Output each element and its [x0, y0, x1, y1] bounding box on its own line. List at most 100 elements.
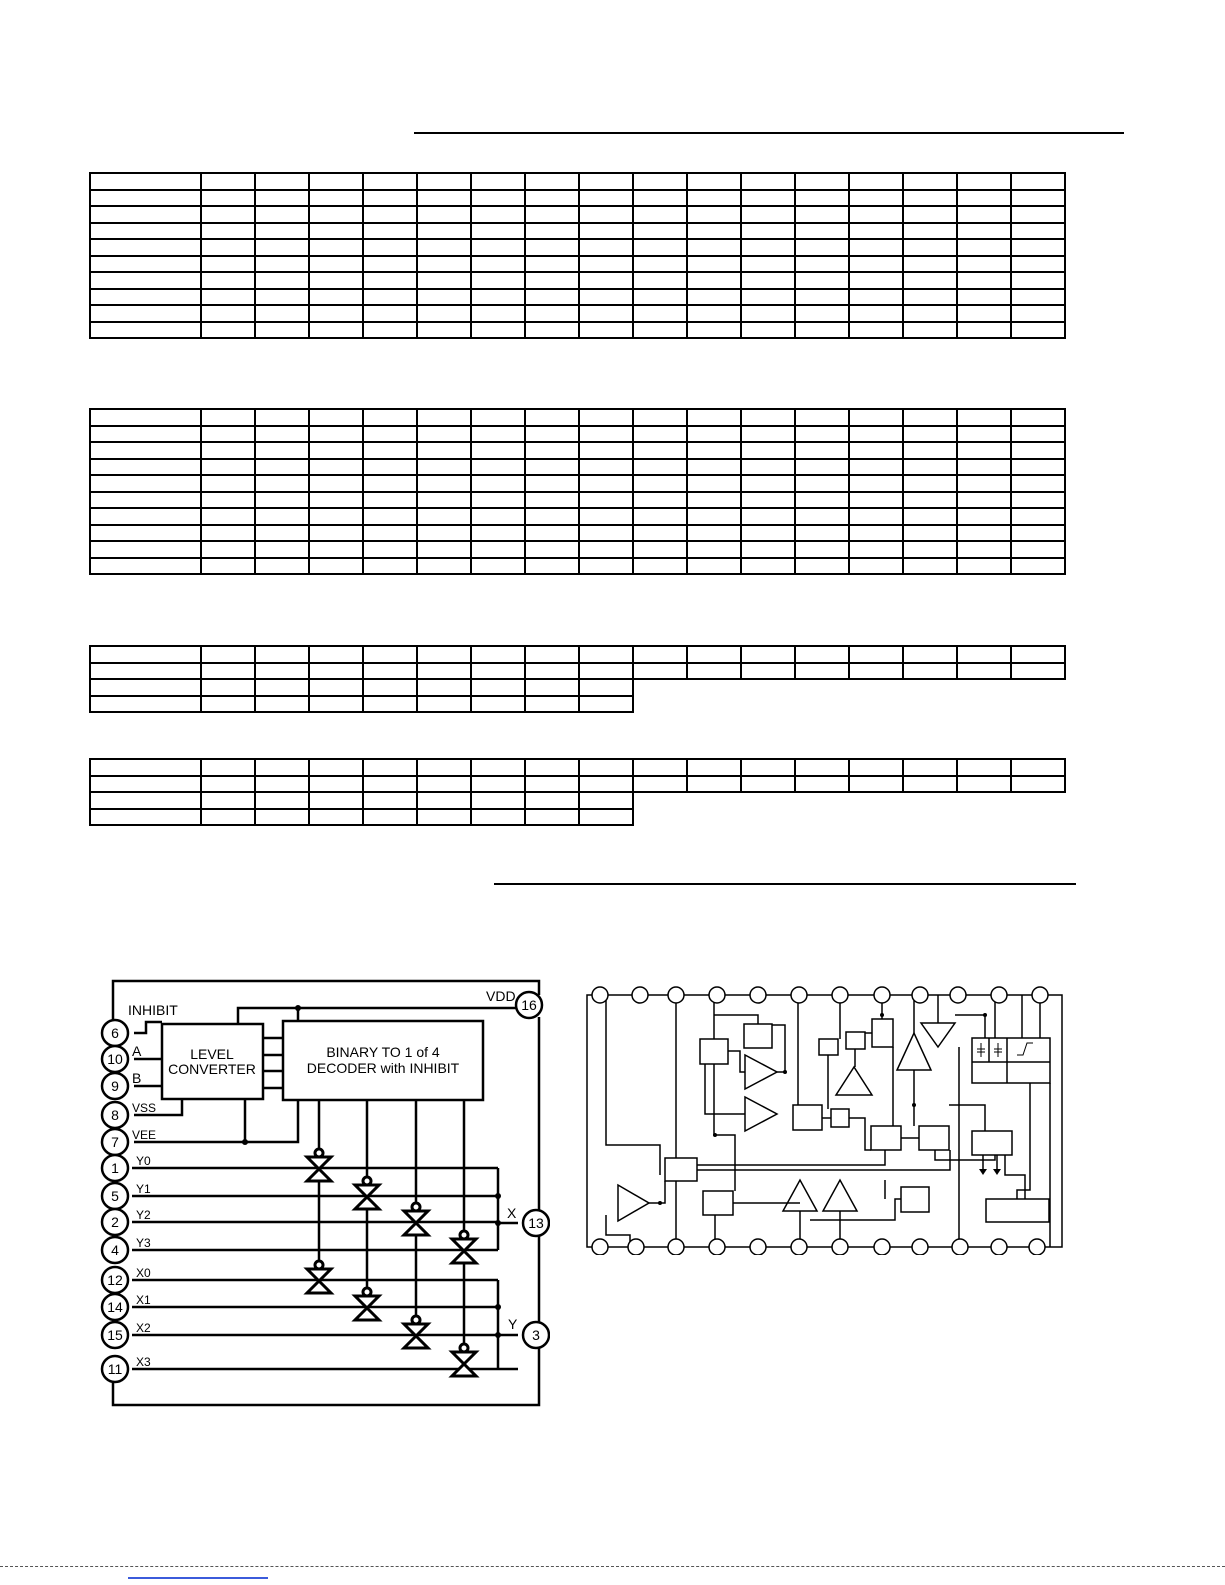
table-cell — [632, 271, 688, 290]
table-cell — [632, 774, 688, 793]
pin-1: 1 — [111, 1160, 119, 1176]
table-cell — [956, 424, 1012, 443]
table-cell — [254, 271, 310, 290]
input-label-b: B — [132, 1070, 141, 1086]
table-cell — [200, 694, 256, 713]
table-cell — [848, 758, 904, 777]
table-cell — [200, 254, 256, 273]
table-cell — [470, 540, 526, 559]
table-cell — [686, 474, 742, 493]
table-cell — [902, 441, 958, 460]
table-cell — [686, 172, 742, 191]
table-cell — [308, 457, 364, 476]
table-cell — [89, 457, 202, 476]
table-cell — [416, 774, 472, 793]
table-cell — [902, 188, 958, 207]
table-cell — [578, 424, 634, 443]
table-cell — [956, 254, 1012, 273]
table-cell — [740, 507, 796, 526]
table-cell — [416, 238, 472, 257]
channel-label-y0: Y0 — [136, 1154, 151, 1168]
table-cell — [956, 287, 1012, 306]
table-cell — [578, 758, 634, 777]
table-cell — [578, 645, 634, 664]
table-cell — [470, 172, 526, 191]
table-cell — [578, 408, 634, 427]
table-cell — [956, 221, 1012, 240]
table-cell — [254, 424, 310, 443]
table-cell — [578, 774, 634, 793]
table-cell — [1010, 188, 1066, 207]
empty-space — [1011, 696, 1065, 713]
table-cell — [956, 188, 1012, 207]
table-cell — [470, 661, 526, 680]
table-cell — [254, 441, 310, 460]
footer-link-underline[interactable] — [128, 1577, 268, 1579]
table-cell — [200, 221, 256, 240]
table-cell — [1010, 490, 1066, 509]
table-cell — [89, 408, 202, 427]
table-cell — [902, 238, 958, 257]
table-cell — [740, 758, 796, 777]
input-label-vee: VEE — [132, 1128, 156, 1142]
table-row — [89, 441, 1066, 460]
table-cell — [89, 172, 202, 191]
table-cell — [740, 287, 796, 306]
table-cell — [89, 287, 202, 306]
channel-label-y2: Y2 — [136, 1208, 151, 1222]
table-cell — [470, 474, 526, 493]
table-cell — [956, 774, 1012, 793]
table-cell — [200, 678, 256, 697]
table-row — [89, 507, 1066, 526]
table-cell — [632, 540, 688, 559]
table-cell — [308, 254, 364, 273]
pin-8: 8 — [111, 1107, 119, 1123]
table-cell — [632, 188, 688, 207]
table-cell — [686, 540, 742, 559]
table-cell — [578, 523, 634, 542]
table-cell — [200, 758, 256, 777]
table-cell — [956, 523, 1012, 542]
level-converter-line2: CONVERTER — [168, 1061, 256, 1077]
table-row — [89, 523, 1066, 542]
table-cell — [956, 408, 1012, 427]
table-cell — [686, 523, 742, 542]
table-cell — [1010, 205, 1066, 224]
empty-space — [957, 696, 1011, 713]
empty-space — [741, 696, 795, 713]
table-cell — [89, 304, 202, 323]
table-cell — [416, 287, 472, 306]
empty-space — [849, 792, 903, 809]
multiplexer-block-diagram: INHIBIT VDD 16 LEVEL CONVERTER BINARY TO… — [100, 979, 550, 1407]
table-cell — [632, 205, 688, 224]
table-cell — [200, 304, 256, 323]
table-cell — [902, 490, 958, 509]
table-cell — [578, 221, 634, 240]
table-cell — [254, 490, 310, 509]
table-cell — [200, 408, 256, 427]
table-cell — [686, 661, 742, 680]
table-cell — [1010, 424, 1066, 443]
table-row — [89, 408, 1066, 427]
empty-space — [633, 809, 687, 826]
table-cell — [848, 271, 904, 290]
table-cell — [362, 457, 418, 476]
section-rule-top — [414, 132, 1124, 134]
table-cell — [470, 320, 526, 339]
table-cell — [524, 678, 580, 697]
empty-space — [795, 696, 849, 713]
internal-block-diagram — [586, 986, 1063, 1255]
table-row — [89, 254, 1066, 273]
table-cell — [1010, 441, 1066, 460]
table-cell — [632, 287, 688, 306]
channel-label-y1: Y1 — [136, 1182, 151, 1196]
table-cell — [200, 188, 256, 207]
table-cell — [89, 441, 202, 460]
empty-space — [903, 696, 957, 713]
table-cell — [848, 287, 904, 306]
table-cell — [416, 540, 472, 559]
table-cell — [632, 661, 688, 680]
table-cell — [416, 694, 472, 713]
table-cell — [416, 320, 472, 339]
table-cell — [362, 221, 418, 240]
